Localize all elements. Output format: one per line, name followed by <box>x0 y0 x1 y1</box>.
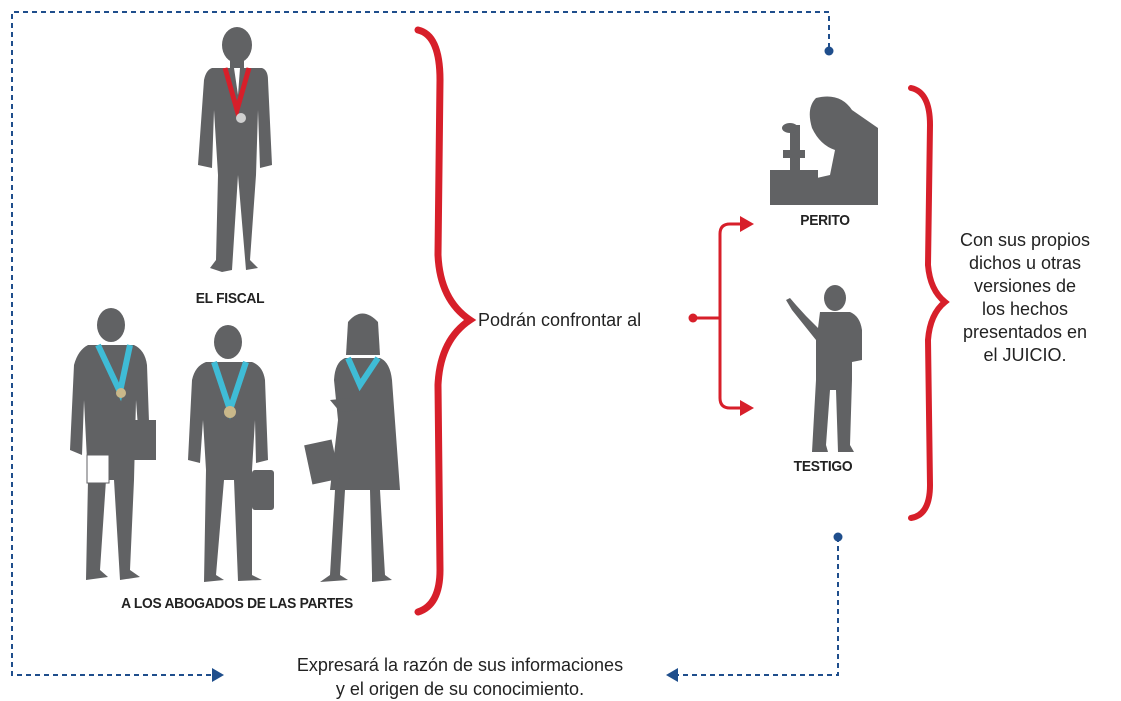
perito-label: PERITO <box>800 212 850 229</box>
bottom-text: Expresará la razón de sus informaciones … <box>240 653 680 701</box>
left-red-brace <box>414 26 477 616</box>
versions-line: el JUICIO. <box>983 345 1067 365</box>
scientist-microscope-icon <box>770 96 878 205</box>
versions-line: versiones de <box>973 276 1077 296</box>
versions-line: presentados en <box>962 322 1088 342</box>
confrontar-text: Podrán confrontar al <box>478 310 642 330</box>
versions-line: los hechos <box>981 299 1069 319</box>
loop-dot-bottom <box>833 532 843 542</box>
red-connector <box>693 222 748 410</box>
left-blue-arrowhead <box>212 668 224 682</box>
lawyer-silhouette-icon <box>188 325 274 582</box>
versions-line: Con sus propios <box>959 230 1091 250</box>
lawyer-silhouette-icon <box>70 308 156 580</box>
dashed-loop-bottom <box>675 537 839 676</box>
bottom-line: y el origen de su conocimiento. <box>335 679 585 699</box>
right-blue-arrowhead <box>666 668 678 682</box>
arrow-to-testigo <box>740 400 754 416</box>
testigo-label: TESTIGO <box>793 458 853 475</box>
versions-text: Con sus propios dichos u otras versiones… <box>940 229 1110 367</box>
lawyer-silhouette-icon <box>304 313 400 582</box>
witness-pointing-icon <box>786 285 862 452</box>
versions-line: dichos u otras <box>968 253 1082 273</box>
dashed-loop <box>11 11 839 676</box>
arrow-to-perito <box>740 216 754 232</box>
loop-dot-top <box>824 46 834 56</box>
connector-dot <box>688 313 698 323</box>
fiscal-label: EL FISCAL <box>195 290 265 307</box>
bottom-line: Expresará la razón de sus informaciones <box>296 655 624 675</box>
fiscal-silhouette-icon <box>198 27 272 272</box>
right-red-brace <box>908 85 950 521</box>
abogados-label: A LOS ABOGADOS DE LAS PARTES <box>121 595 353 612</box>
